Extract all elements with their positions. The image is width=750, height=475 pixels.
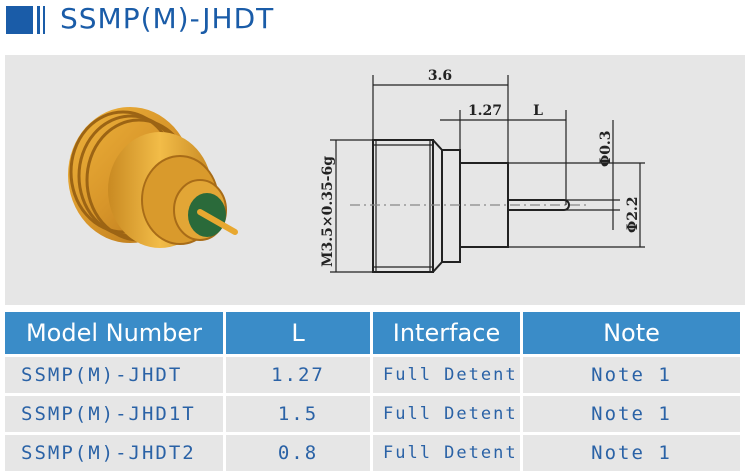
dim-thread: M3.5×0.35-6g	[320, 156, 336, 267]
dim-body-step: 1.27	[468, 103, 502, 119]
table-row: SSMP(M)-JHDT 1.27 Full Detent Note 1	[5, 357, 740, 393]
dim-pin-length: L	[533, 103, 543, 119]
cell-model: SSMP(M)-JHDT2	[5, 435, 223, 471]
table-row: SSMP(M)-JHDT2 0.8 Full Detent Note 1	[5, 435, 740, 471]
cell-interface: Full Detent	[373, 396, 520, 432]
cell-note: Note 1	[523, 357, 740, 393]
cell-note: Note 1	[523, 435, 740, 471]
title-marker-bar	[43, 6, 45, 34]
column-header-note: Note	[523, 312, 740, 354]
spec-table: Model Number L Interface Note SSMP(M)-JH…	[2, 309, 743, 474]
column-header-model: Model Number	[5, 312, 223, 354]
technical-drawing: 3.6 1.27 L Φ0.3 Φ2.2 M3.5×0.35-6g	[320, 68, 645, 273]
cell-interface: Full Detent	[373, 435, 520, 471]
cell-model: SSMP(M)-JHD1T	[5, 396, 223, 432]
title-bar: SSMP(M)-JHDT	[0, 0, 750, 45]
cell-l: 1.5	[226, 396, 370, 432]
drawing-panel: 3.6 1.27 L Φ0.3 Φ2.2 M3.5×0.35-6g	[5, 55, 745, 305]
column-header-interface: Interface	[373, 312, 520, 354]
cell-note: Note 1	[523, 396, 740, 432]
cell-interface: Full Detent	[373, 357, 520, 393]
page-title: SSMP(M)-JHDT	[60, 2, 275, 35]
connector-product-image	[68, 107, 238, 248]
cell-l: 1.27	[226, 357, 370, 393]
table-row: SSMP(M)-JHD1T 1.5 Full Detent Note 1	[5, 396, 740, 432]
table-header-row: Model Number L Interface Note	[5, 312, 740, 354]
column-header-l: L	[226, 312, 370, 354]
title-marker-icon	[6, 6, 33, 34]
dim-pin-diameter: Φ0.3	[598, 130, 614, 167]
dim-overall-length: 3.6	[428, 68, 452, 84]
cell-l: 0.8	[226, 435, 370, 471]
title-marker-bar	[37, 6, 40, 34]
cell-model: SSMP(M)-JHDT	[5, 357, 223, 393]
dim-insulator-diameter: Φ2.2	[625, 196, 641, 233]
